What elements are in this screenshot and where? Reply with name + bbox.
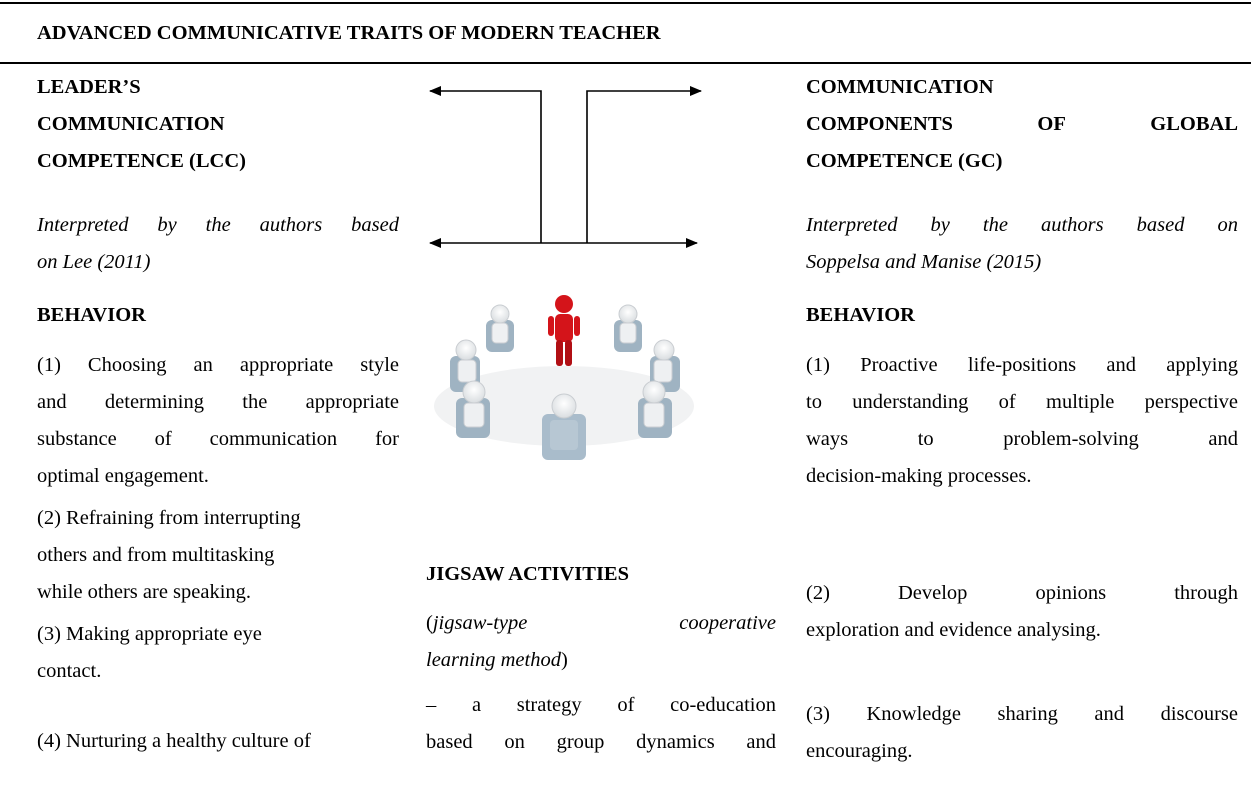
gc-source: Interpreted by the authors based on Sopp…	[806, 214, 1238, 273]
jigsaw-description: – a strategy of co-education based on gr…	[426, 694, 776, 753]
gc-title: COMMUNICATION COMPONENTS OF GLOBAL COMPE…	[806, 76, 1238, 172]
lcc-item-3: (3) Making appropriate eye contact.	[37, 623, 262, 682]
lcc-source: Interpreted by the authors based on Lee …	[37, 214, 399, 273]
table-header: ADVANCED COMMUNICATIVE TRAITS OF MODERN …	[37, 22, 661, 44]
lcc-item-2: (2) Refraining from interrupting others …	[37, 507, 301, 603]
lcc-title: LEADER’S COMMUNICATION COMPETENCE (LCC)	[37, 76, 246, 172]
gc-item-3: (3) Knowledge sharing and discourse enco…	[806, 703, 1238, 762]
gc-item-2: (2) Develop opinions through exploration…	[806, 582, 1238, 641]
seated-figure-front-left	[456, 380, 490, 438]
gc-item-1: (1) Proactive life-positions and applyin…	[806, 354, 1238, 487]
gc-section-label: BEHAVIOR	[806, 304, 915, 326]
lcc-item-1: (1) Choosing an appropriate style and de…	[37, 354, 399, 487]
top-rule	[0, 2, 1251, 4]
lcc-section-label: BEHAVIOR	[37, 304, 146, 326]
arrow-to-right-top	[586, 86, 702, 243]
left-column: LEADER’S COMMUNICATION COMPETENCE (LCC) …	[37, 0, 399, 808]
jigsaw-title: JIGSAW ACTIVITIES	[426, 563, 629, 585]
seated-figure-front-right	[638, 380, 672, 438]
seated-figure-back-left	[486, 304, 514, 352]
seated-figure-back-right	[614, 304, 642, 352]
red-leader-figure	[548, 295, 580, 366]
arrow-to-left-top	[429, 86, 542, 243]
jigsaw-subtitle: (jigsaw-type cooperative learning method…	[426, 612, 776, 671]
lcc-item-4: (4) Nurturing a healthy culture of	[37, 730, 311, 752]
people-sitting-in-circle-icon	[434, 295, 694, 460]
header-rule	[0, 62, 1251, 64]
seated-figure-front-center	[542, 393, 586, 460]
